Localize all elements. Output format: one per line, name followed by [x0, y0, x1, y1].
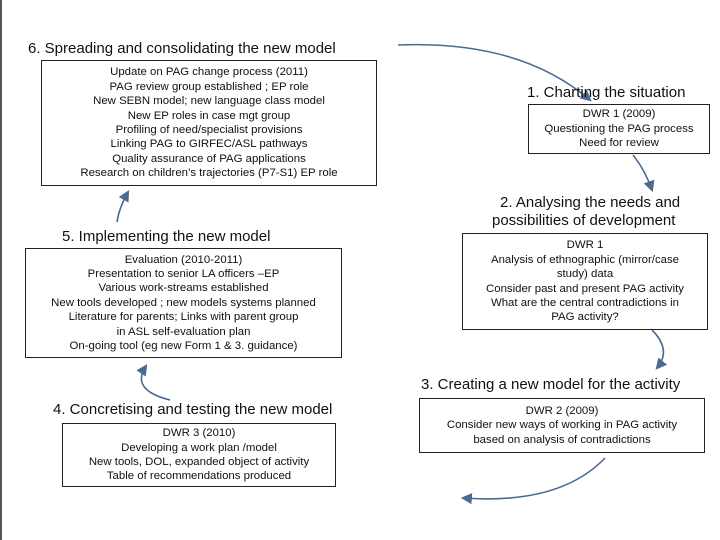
- stage-4-line: DWR 3 (2010): [162, 427, 236, 440]
- stage-2-line: study) data: [556, 268, 614, 281]
- stage-5-line: Literature for parents; Links with paren…: [68, 311, 299, 324]
- stage-2-line: What are the central contradictions in: [490, 296, 680, 309]
- arrow-4-to-5: [136, 364, 171, 401]
- arrow-3-to-4: [460, 457, 606, 505]
- stage-5-line: in ASL self-evaluation plan: [116, 325, 251, 338]
- stage-3-line: DWR 2 (2009): [525, 404, 599, 417]
- stage-5-line: Presentation to senior LA officers –EP: [87, 267, 280, 280]
- stage-2-line: Analysis of ethnographic (mirror/case: [490, 253, 680, 266]
- stage-4-box: DWR 3 (2010) Developing a work plan /mod…: [62, 423, 336, 487]
- stage-4-line: Developing a work plan /model: [121, 441, 277, 454]
- arrow-2-to-3: [651, 329, 668, 370]
- stage-2-box: DWR 1 Analysis of ethnographic (mirror/c…: [462, 233, 708, 330]
- stage-2-line: PAG activity?: [551, 311, 619, 324]
- arrow-6-to-1: [397, 43, 592, 102]
- stage-2-title-line-1: 2. Analysing the needs and: [500, 194, 681, 211]
- stage-1-line: Need for review: [579, 137, 659, 150]
- arrow-1-to-2: [632, 154, 655, 193]
- stage-1-line: Questioning the PAG process: [544, 122, 694, 135]
- stage-2-line: Consider past and present PAG activity: [486, 282, 684, 295]
- stage-6-line: Research on children’s trajectories (P7-…: [80, 167, 338, 180]
- stage-4-title: 4. Concretising and testing the new mode…: [53, 401, 333, 418]
- stage-6-line: Quality assurance of PAG applications: [112, 152, 306, 165]
- stage-5-line: Various work-streams established: [98, 282, 269, 295]
- stage-6-title: 6. Spreading and consolidating the new m…: [28, 40, 336, 57]
- stage-1-title: 1. Charting the situation: [527, 84, 686, 101]
- left-border: [0, 0, 2, 540]
- stage-6-line: New EP roles in case mgt group: [127, 109, 291, 122]
- stage-4-line: New tools, DOL, expanded object of activ…: [88, 456, 310, 468]
- stage-6-line: PAG review group established ; EP role: [109, 80, 309, 93]
- stage-2-line: DWR 1: [566, 239, 604, 252]
- stage-5-box: Evaluation (2010-2011) Presentation to s…: [25, 248, 342, 358]
- stage-5-line: New tools developed ; new models systems…: [51, 296, 316, 309]
- stage-6-box: Update on PAG change process (2011) PAG …: [41, 60, 377, 186]
- stage-5-line: Evaluation (2010-2011): [124, 253, 243, 266]
- stage-3-title: 3. Creating a new model for the activity: [421, 376, 681, 393]
- stage-1-line: DWR 1 (2009): [582, 108, 656, 121]
- stage-3-box: DWR 2 (2009) Consider new ways of workin…: [419, 398, 705, 453]
- stage-5-line: On-going tool (eg new Form 1 & 3. guidan…: [69, 340, 298, 353]
- stage-4-line: Table of recommendations produced: [106, 470, 292, 483]
- arrow-5-to-6: [116, 190, 130, 223]
- stage-3-line: Consider new ways of working in PAG acti…: [446, 419, 678, 432]
- stage-6-line: Linking PAG to GIRFEC/ASL pathways: [110, 138, 308, 151]
- stage-6-line: Profiling of need/specialist provisions: [115, 124, 303, 136]
- stage-3-line: based on analysis of contradictions: [473, 433, 651, 446]
- stage-1-box: DWR 1 (2009) Questioning the PAG process…: [528, 104, 710, 154]
- stage-5-title: 5. Implementing the new model: [62, 228, 271, 245]
- stage-2-title-line-2: possibilities of development: [492, 212, 676, 229]
- stage-6-line: New SEBN model; new language class model: [93, 95, 325, 108]
- stage-6-line: Update on PAG change process (2011): [110, 66, 308, 79]
